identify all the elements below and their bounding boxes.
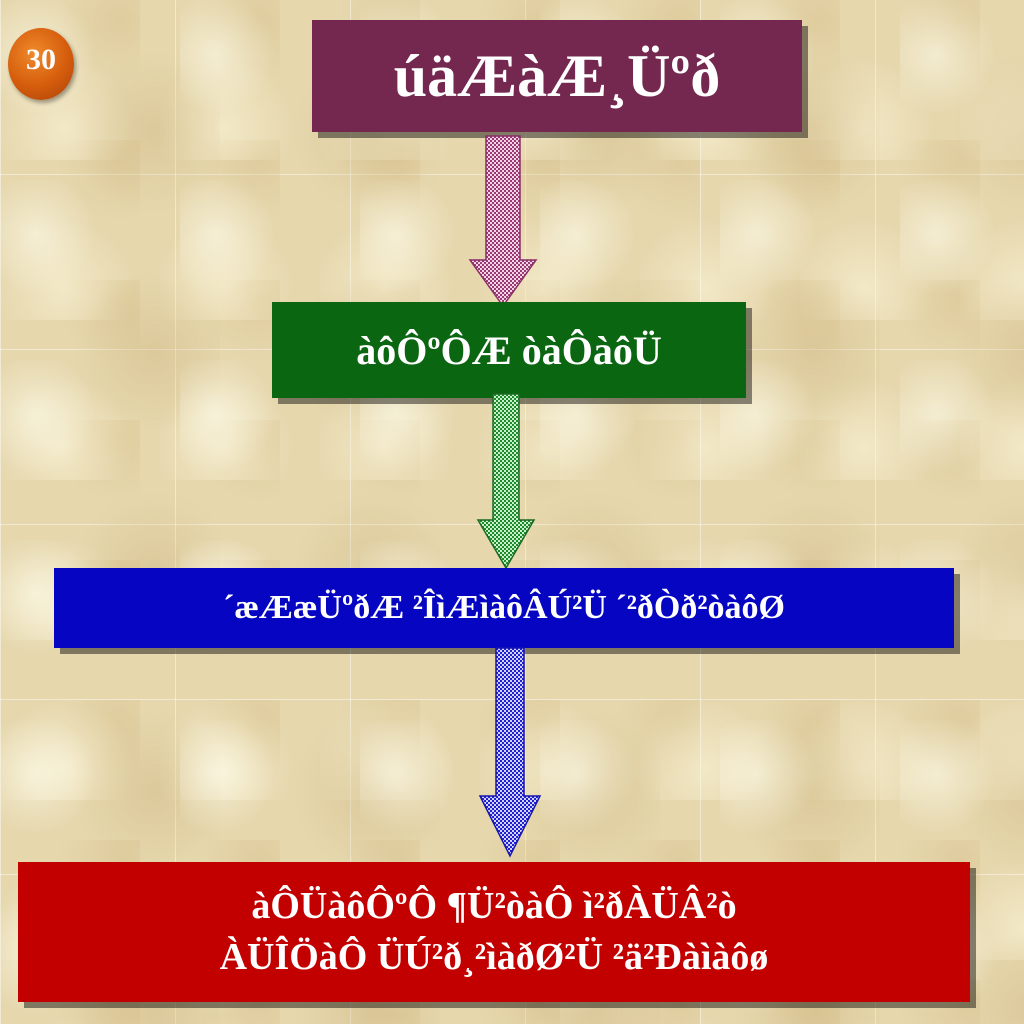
- bottom-box: àÔÜàôÔºÔ ¶Ü²òàÔ ì²ðÀÜÂ²ò ÀÜÎÖàÔ ÜÚ²ð¸²ìà…: [18, 862, 970, 1002]
- top-box-label: úäÆàÆ¸Üºð: [393, 42, 721, 109]
- page-number-badge: 30: [8, 28, 74, 100]
- bottom-box-line-1: àÔÜàôÔºÔ ¶Ü²òàÔ ì²ðÀÜÂ²ò: [251, 884, 737, 927]
- third-box: ´æÆæÜºðÆ ²ÎìÆìàôÂÚ²Ü ´²ðÒð²òàôØ: [54, 568, 954, 648]
- arrow-2: [476, 393, 536, 570]
- page-number: 30: [26, 43, 56, 76]
- second-box-label: àôÔºÔÆ òàÔàôÜ: [356, 327, 662, 373]
- top-box: úäÆàÆ¸Üºð: [312, 20, 802, 132]
- second-box: àôÔºÔÆ òàÔàôÜ: [272, 302, 746, 398]
- bottom-box-line-2: ÀÜÎÖàÔ ÜÚ²ð¸²ìàðØ²Ü ²ä²Ðàìàôø: [219, 936, 769, 978]
- arrow-1: [468, 135, 538, 308]
- arrow-3: [478, 647, 542, 858]
- third-box-label: ´æÆæÜºðÆ ²ÎìÆìàôÂÚ²Ü ´²ðÒð²òàôØ: [223, 589, 785, 626]
